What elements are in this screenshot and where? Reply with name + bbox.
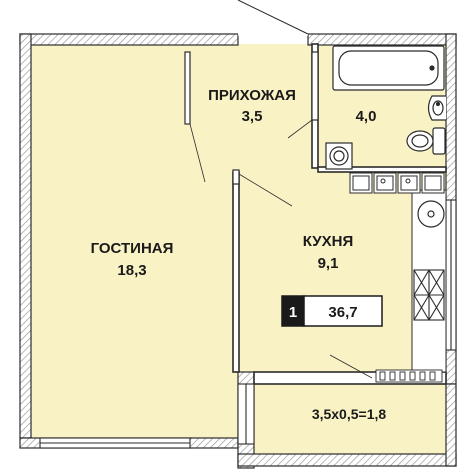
kitchen-floor [238, 172, 446, 372]
balcony-door [329, 354, 373, 379]
room-fills [31, 44, 446, 454]
stove-icon [413, 269, 445, 321]
kitchen-door [232, 169, 293, 207]
interior-doors [184, 51, 373, 379]
apartment-badge: 1 36,7 [281, 295, 383, 327]
hallway-area: 3,5 [242, 108, 263, 125]
hallway-floor [238, 44, 318, 172]
balcony-floor [254, 384, 446, 454]
balcony-side-window [237, 383, 255, 445]
wall-balcony-right [445, 383, 457, 467]
living-room-floor [31, 44, 238, 438]
windows [39, 199, 457, 449]
entrance-door [237, 0, 309, 36]
washing-machine-icon [325, 142, 353, 170]
wall-balcony-bottom [237, 453, 457, 467]
living-area: 18,3 [117, 262, 146, 279]
kitchen-sink-icon [417, 200, 445, 228]
sink-icon [427, 95, 446, 121]
balcony-area: 3,5х0,5=1,8 [312, 406, 387, 422]
partition-living-kitchen [232, 171, 240, 373]
badge-rooms-count: 1 [289, 304, 297, 321]
kitchen-area: 9,1 [318, 255, 339, 272]
toilet-icon [406, 127, 446, 155]
partition-bath-bottom [317, 166, 447, 173]
bathtub-icon [332, 45, 445, 91]
wall-top-left [19, 33, 239, 46]
kitchen-name: КУХНЯ [303, 233, 353, 250]
hallway-name: ПРИХОЖАЯ [208, 87, 296, 104]
kitchen-window [445, 199, 457, 351]
room-labels: ПРИХОЖАЯ 3,5 4,0 ГОСТИНАЯ 18,3 КУХНЯ 9,1… [91, 87, 387, 422]
living-window [39, 437, 191, 449]
radiator-icon [375, 369, 443, 383]
bathroom-area: 4,0 [356, 108, 377, 125]
bathroom-door [287, 51, 319, 139]
badge-total-area: 36,7 [328, 304, 357, 321]
living-door [184, 51, 206, 183]
kitchen-cabinets-top [349, 172, 445, 194]
wall-top-right [307, 33, 457, 46]
wall-left [19, 33, 32, 439]
living-name: ГОСТИНАЯ [91, 240, 174, 257]
badge-area-box [303, 295, 383, 327]
